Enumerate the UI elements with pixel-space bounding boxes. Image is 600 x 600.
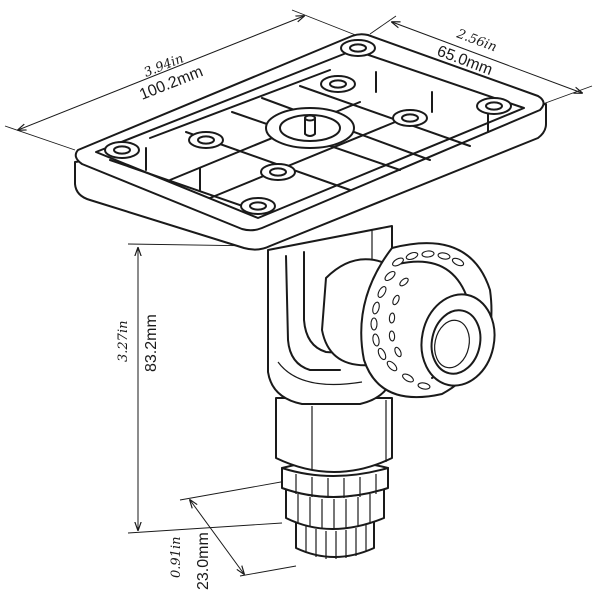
screw-hole-icon [476,97,512,115]
mount-height-mm-label: 83.2mm [143,314,160,372]
mounting-plate [74,33,547,251]
screw-hole-icon [392,109,428,127]
dimension-lines [18,16,582,574]
base-height-dimension-line [190,500,244,574]
screw-hole-icon [260,163,296,181]
screw-hole-icon [340,39,376,57]
plate-length-dimension-line [18,16,304,130]
threaded-base [281,460,389,559]
screw-hole-icon [104,141,140,159]
mount-height-inch-label: 3.27in [116,321,131,362]
screw-hole-icon [240,197,276,215]
base-height-mm-label: 23.0mm [195,532,212,590]
plate-screw-holes [104,39,512,215]
screw-hole-icon [320,75,356,93]
knob-grip-ovals [370,250,465,390]
screw-hole-icon [188,131,224,149]
base-height-inch-label: 0.91in [169,537,184,578]
plate-width-dimension-line [392,22,582,93]
tension-knob [321,242,496,399]
